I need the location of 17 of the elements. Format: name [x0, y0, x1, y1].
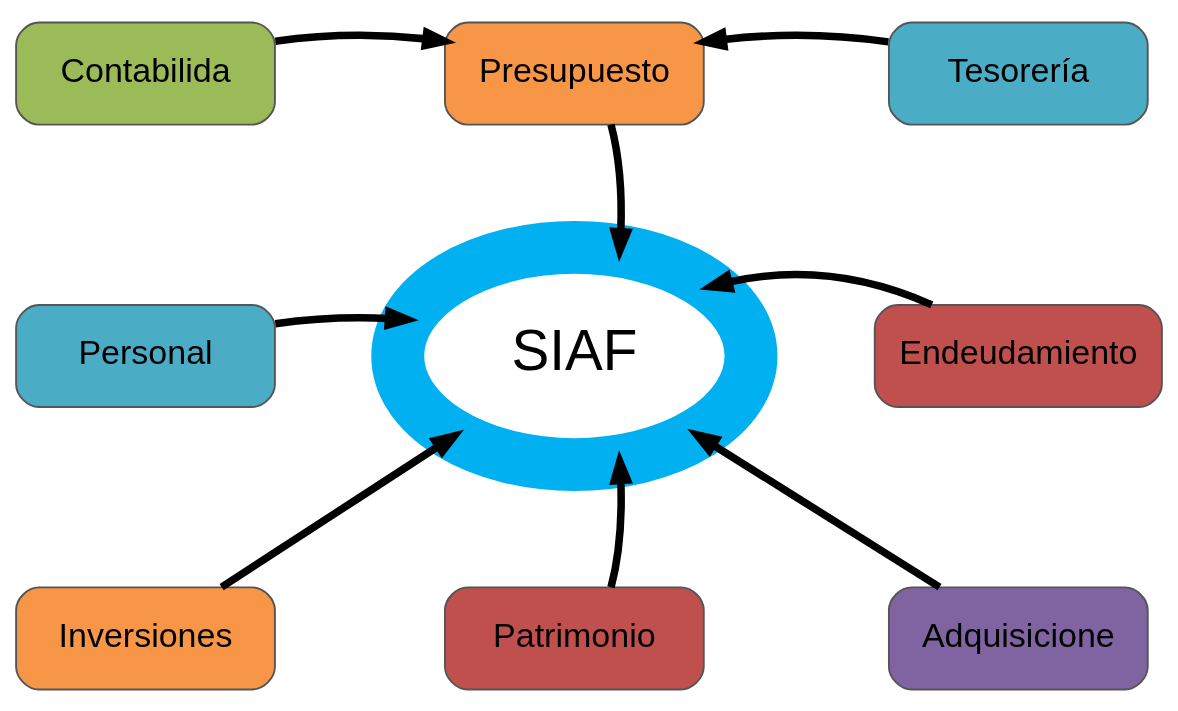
- node-box: Adquisicione: [887, 586, 1149, 690]
- arrow: [687, 428, 942, 590]
- arrow: [274, 26, 457, 50]
- node-box: Presupuesto: [444, 21, 705, 125]
- node-box: Endeudamiento: [873, 303, 1163, 408]
- node-box: Patrimonio: [444, 586, 705, 690]
- node-box: Contabilida: [15, 21, 276, 125]
- arrow: [607, 449, 633, 588]
- arrow: [699, 269, 934, 308]
- node-box: Inversiones: [15, 586, 276, 690]
- arrow: [607, 123, 633, 262]
- node-box: Tesorería: [887, 21, 1149, 125]
- arrow: [693, 26, 889, 51]
- node-ellipse: SIAF: [371, 220, 778, 491]
- node-box: Personal: [15, 303, 276, 408]
- arrow: [274, 305, 419, 330]
- arrow: [219, 429, 464, 590]
